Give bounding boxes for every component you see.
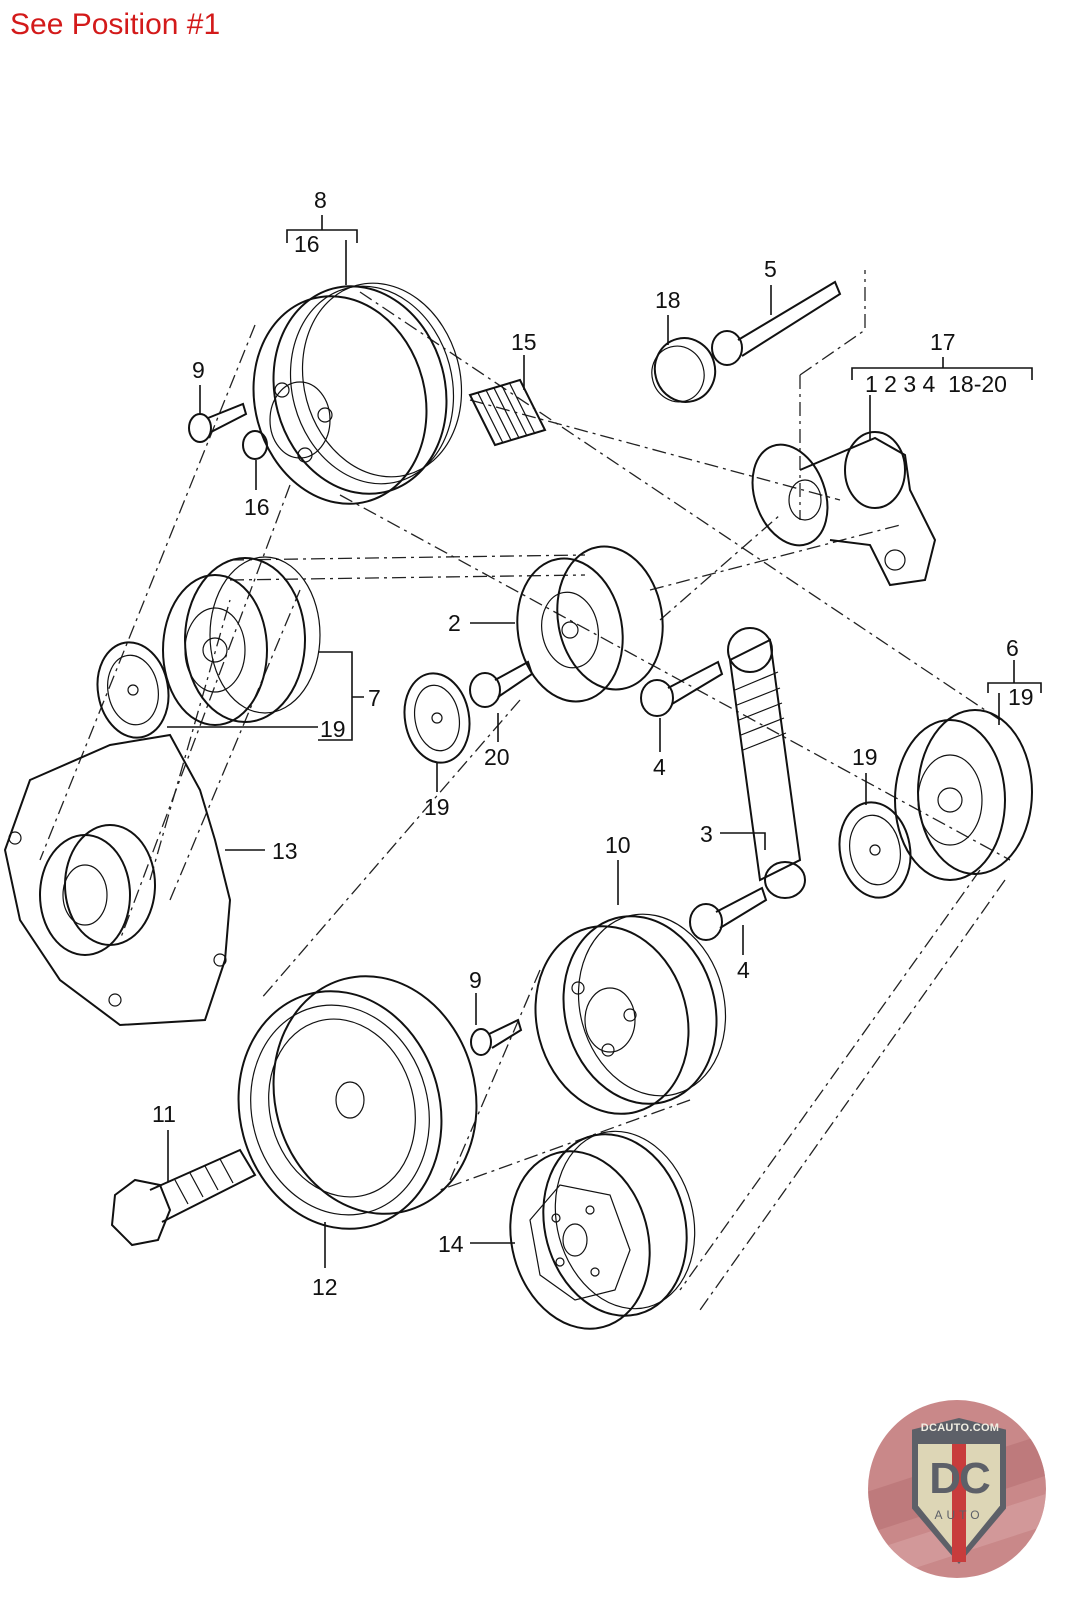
callout-labels: 8 16 5 18 15 17 1 2 3 4 18-20 9 16 2 7 1… bbox=[152, 187, 1034, 1300]
callout-3: 3 bbox=[700, 821, 713, 847]
callout-8: 8 bbox=[314, 187, 327, 213]
part-5-long-bolt[interactable] bbox=[711, 280, 842, 366]
see-position-note: See Position #1 bbox=[10, 8, 221, 41]
callout-6-sub: 19 bbox=[1008, 684, 1034, 710]
callout-19-left: 19 bbox=[320, 716, 346, 742]
callout-2: 2 bbox=[448, 610, 461, 636]
part-20-bolt[interactable] bbox=[469, 660, 534, 708]
part-16-washer[interactable] bbox=[242, 430, 268, 460]
callout-17: 17 bbox=[930, 329, 956, 355]
part-14-ac-pulley[interactable] bbox=[491, 1115, 714, 1344]
part-19-cover-cap-center[interactable] bbox=[398, 668, 477, 768]
callout-20: 20 bbox=[484, 744, 510, 770]
part-19-cover-cap-left[interactable] bbox=[90, 637, 176, 744]
leader-lines bbox=[167, 215, 1042, 1268]
callout-7: 7 bbox=[368, 685, 381, 711]
callout-10: 10 bbox=[605, 832, 631, 858]
callout-13: 13 bbox=[272, 838, 298, 864]
part-2-idler-pulley[interactable] bbox=[506, 538, 673, 710]
part-6-pulley[interactable] bbox=[894, 709, 1033, 881]
callout-4-upper: 4 bbox=[653, 754, 666, 780]
part-8-pulley[interactable] bbox=[231, 265, 483, 523]
callout-19-center: 19 bbox=[424, 794, 450, 820]
logo-stripe bbox=[952, 1444, 966, 1562]
part-11-crankshaft-bolt[interactable] bbox=[110, 1148, 257, 1247]
logo-main-text: DC bbox=[929, 1454, 991, 1503]
part-7-pulley[interactable] bbox=[162, 556, 321, 726]
part-19-cover-cap-right[interactable] bbox=[832, 797, 918, 904]
callout-5: 5 bbox=[764, 256, 777, 282]
callout-8-sub: 16 bbox=[294, 231, 320, 257]
callout-6: 6 bbox=[1006, 635, 1019, 661]
part-15-belt-section[interactable] bbox=[468, 378, 547, 447]
callout-16: 16 bbox=[244, 494, 270, 520]
part-9-bolt-lower[interactable] bbox=[470, 1018, 523, 1056]
callout-9-top: 9 bbox=[192, 357, 205, 383]
logo-website-text: DCAUTO.COM bbox=[920, 1422, 1000, 1434]
callout-15: 15 bbox=[511, 329, 537, 355]
part-12-vibration-damper[interactable] bbox=[212, 953, 502, 1252]
part-4-bolt-lower[interactable] bbox=[689, 886, 768, 941]
callout-11: 11 bbox=[152, 1101, 176, 1127]
callout-18: 18 bbox=[655, 287, 681, 313]
logo-sub-text: AUTO bbox=[934, 1508, 984, 1522]
dcauto-logo: DCAUTO.COM DC AUTO bbox=[868, 1400, 1046, 1578]
callout-12: 12 bbox=[312, 1274, 338, 1300]
part-4-bolt-upper[interactable] bbox=[640, 660, 724, 717]
belt-routing-lines bbox=[39, 270, 1011, 1311]
part-9-bolt-top[interactable] bbox=[188, 402, 248, 443]
callout-14: 14 bbox=[438, 1231, 464, 1257]
part-18-cap[interactable] bbox=[646, 331, 723, 408]
callout-19-right: 19 bbox=[852, 744, 878, 770]
part-3-tensioner-damper[interactable] bbox=[727, 627, 806, 899]
callout-17-sub: 1 2 3 4 18-20 bbox=[865, 371, 1007, 397]
part-1-tensioner-bracket[interactable] bbox=[739, 431, 937, 587]
callout-9-lower: 9 bbox=[469, 967, 482, 993]
part-10-pulley[interactable] bbox=[515, 897, 745, 1131]
part-13-housing[interactable] bbox=[3, 733, 232, 1027]
callout-4-lower: 4 bbox=[737, 957, 750, 983]
